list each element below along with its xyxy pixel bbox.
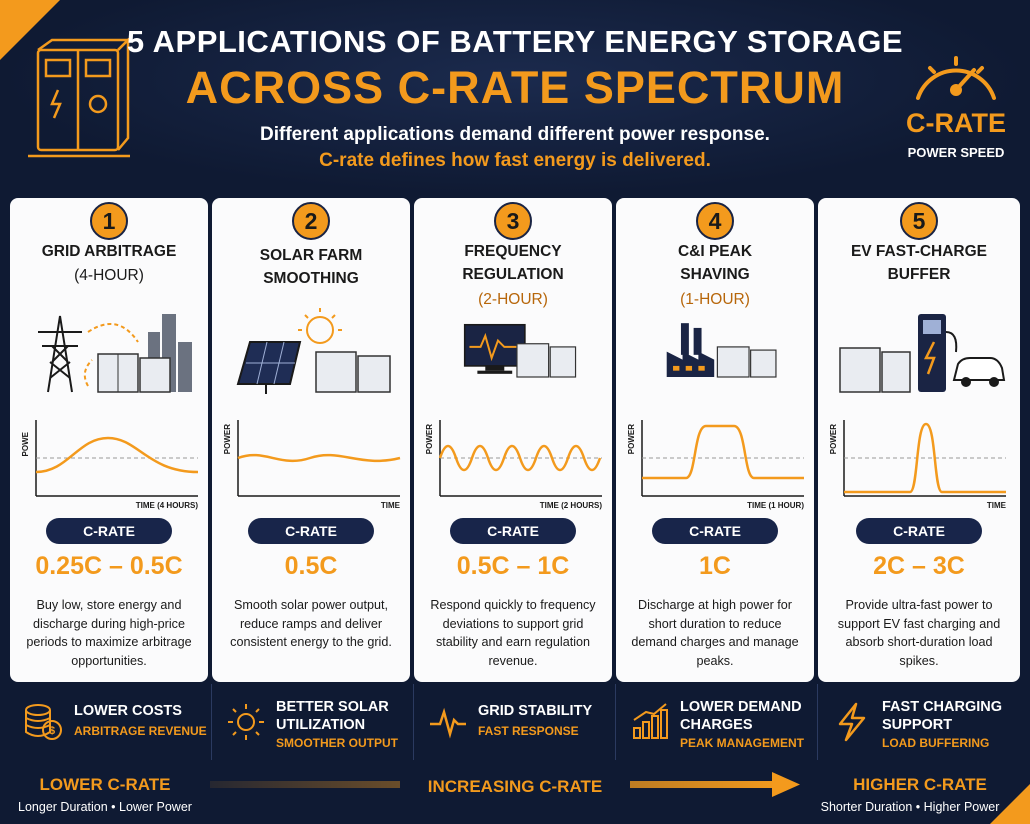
monitor-icon: [463, 323, 577, 378]
card-number: 2: [292, 202, 330, 240]
subtitle-line-1: Different applications demand different …: [260, 124, 770, 145]
application-card-peak-shaving: 4 C&I PEAK SHAVING (1-HOUR) POWER TIME (…: [616, 198, 814, 682]
benefit-title: LOWER COSTS: [74, 703, 182, 719]
lower-c-rate-sub: Longer Duration • Lower Power: [18, 800, 192, 814]
card-description: Smooth solar power output, reduce ramps …: [230, 598, 392, 649]
application-card-solar-smoothing: 2 SOLAR FARM SMOOTHING POWER TIME C-RATE…: [212, 198, 410, 682]
svg-text:$: $: [49, 725, 55, 737]
higher-c-rate-sub: Shorter Duration • Higher Power: [820, 800, 1000, 814]
c-rate-pill: C-RATE: [248, 518, 374, 544]
c-rate-value: 0.5C – 1C: [456, 552, 570, 580]
card-description: Buy low, store energy and discharge duri…: [26, 598, 192, 668]
c-rate-pill: C-RATE: [652, 518, 778, 544]
gauge-subtitle: POWER SPEED: [907, 145, 1005, 160]
c-rate-value: 1C: [699, 552, 731, 580]
bar-chart-icon: [633, 703, 668, 739]
card-description: Provide ultra-fast power to support EV f…: [837, 598, 1001, 668]
benefit-title: BETTER SOLAR UTILIZATION: [276, 699, 389, 733]
application-card-grid-arbitrage: 1 GRID ARBITRAGE (4-HOUR) POWE TIME (4 H…: [10, 198, 208, 682]
higher-c-rate-label: HIGHER C-RATE: [853, 775, 987, 794]
benefit-fast-charging: FAST CHARGING SUPPORT LOAD BUFFERING: [818, 684, 1020, 760]
c-rate-value: 0.5C: [284, 552, 338, 580]
card-number: 1: [90, 202, 128, 240]
y-axis-label: POWER: [223, 424, 232, 454]
card-title: EV FAST-CHARGE BUFFER: [850, 243, 988, 283]
benefit-subtitle: ARBITRAGE REVENUE: [74, 724, 207, 738]
power-curve-chart: POWER TIME (1 HOUR): [627, 420, 804, 510]
x-axis-label: TIME (2 HOURS): [540, 501, 603, 510]
x-axis-label: TIME (4 HOURS): [136, 501, 199, 510]
benefit-solar-utilization: BETTER SOLAR UTILIZATION SMOOTHER OUTPUT: [212, 684, 414, 760]
x-axis-label: TIME: [381, 501, 401, 510]
c-rate-pill: C-RATE: [46, 518, 172, 544]
title-line-1: 5 APPLICATIONS OF BATTERY ENERGY STORAGE: [126, 24, 904, 59]
c-rate-value: 0.25C – 0.5C: [35, 552, 183, 580]
c-rate-pill: C-RATE: [450, 518, 576, 544]
y-axis-label: POWER: [627, 424, 636, 454]
lightning-icon: [838, 702, 866, 742]
corner-stripe: [990, 784, 1030, 824]
card-subtitle: (1-HOUR): [680, 291, 750, 308]
c-rate-pill: C-RATE: [856, 518, 982, 544]
power-curve-chart: POWER TIME (2 HOURS): [425, 420, 603, 510]
card-number: 4: [696, 202, 734, 240]
ev-charger-icon: [839, 314, 1006, 393]
transmission-tower-icon: [38, 314, 192, 393]
card-number: 3: [494, 202, 532, 240]
lower-c-rate-label: LOWER C-RATE: [39, 775, 171, 794]
benefit-subtitle: LOAD BUFFERING: [882, 736, 990, 750]
benefit-lower-costs: $ LOWER COSTS ARBITRAGE REVENUE: [10, 684, 212, 760]
benefit-subtitle: SMOOTHER OUTPUT: [276, 736, 398, 750]
coins-icon: $: [25, 704, 62, 740]
benefit-demand-charges: LOWER DEMAND CHARGES PEAK MANAGEMENT: [616, 684, 818, 760]
card-title: GRID ARBITRAGE: [41, 243, 177, 260]
y-axis-label: POWE: [21, 431, 30, 456]
title-line-2: ACROSS C-RATE SPECTRUM: [185, 62, 845, 113]
gauge-title: C-RATE: [906, 108, 1006, 138]
benefit-title: LOWER DEMAND CHARGES: [680, 699, 802, 733]
benefit-subtitle: PEAK MANAGEMENT: [680, 736, 805, 750]
c-rate-value: 2C – 3C: [873, 552, 965, 580]
power-curve-chart: POWER TIME: [223, 420, 401, 510]
card-title: C&I PEAK SHAVING: [677, 243, 753, 283]
factory-icon: [666, 323, 777, 378]
benefit-title: GRID STABILITY: [478, 703, 593, 719]
speed-gauge-icon: [916, 56, 996, 100]
card-subtitle: (2-HOUR): [478, 291, 548, 308]
subtitle-line-2: C-rate defines how fast energy is delive…: [319, 150, 711, 171]
sun-icon: [228, 704, 264, 740]
power-curve-chart: POWER TIME: [829, 420, 1007, 510]
y-axis-label: POWER: [829, 424, 838, 454]
benefit-grid-stability: GRID STABILITY FAST RESPONSE: [414, 684, 616, 760]
y-axis-label: POWER: [425, 424, 434, 454]
pulse-icon: [430, 707, 466, 739]
battery-cabinet-icon: [28, 38, 132, 158]
benefit-title: FAST CHARGING SUPPORT: [882, 699, 1003, 733]
application-card-ev-fast-charge: 5 EV FAST-CHARGE BUFFER POWER TIME C-RAT…: [818, 198, 1020, 682]
card-description: Respond quickly to frequency deviations …: [430, 598, 596, 668]
card-subtitle: (4-HOUR): [74, 267, 144, 284]
header-background: [0, 0, 1030, 196]
benefit-subtitle: FAST RESPONSE: [478, 724, 579, 738]
x-axis-label: TIME (1 HOUR): [747, 501, 804, 510]
solar-panel-icon: [236, 308, 391, 394]
card-description: Discharge at high power for short durati…: [631, 598, 799, 668]
increasing-c-rate-label: INCREASING C-RATE: [400, 777, 630, 797]
card-title: SOLAR FARM SMOOTHING: [259, 247, 363, 287]
card-title: FREQUENCY REGULATION: [462, 243, 564, 283]
x-axis-label: TIME: [987, 501, 1007, 510]
application-card-frequency-regulation: 3 FREQUENCY REGULATION (2-HOUR) POWER TI…: [414, 198, 612, 682]
power-curve-chart: POWE TIME (4 HOURS): [21, 420, 199, 510]
card-number: 5: [900, 202, 938, 240]
